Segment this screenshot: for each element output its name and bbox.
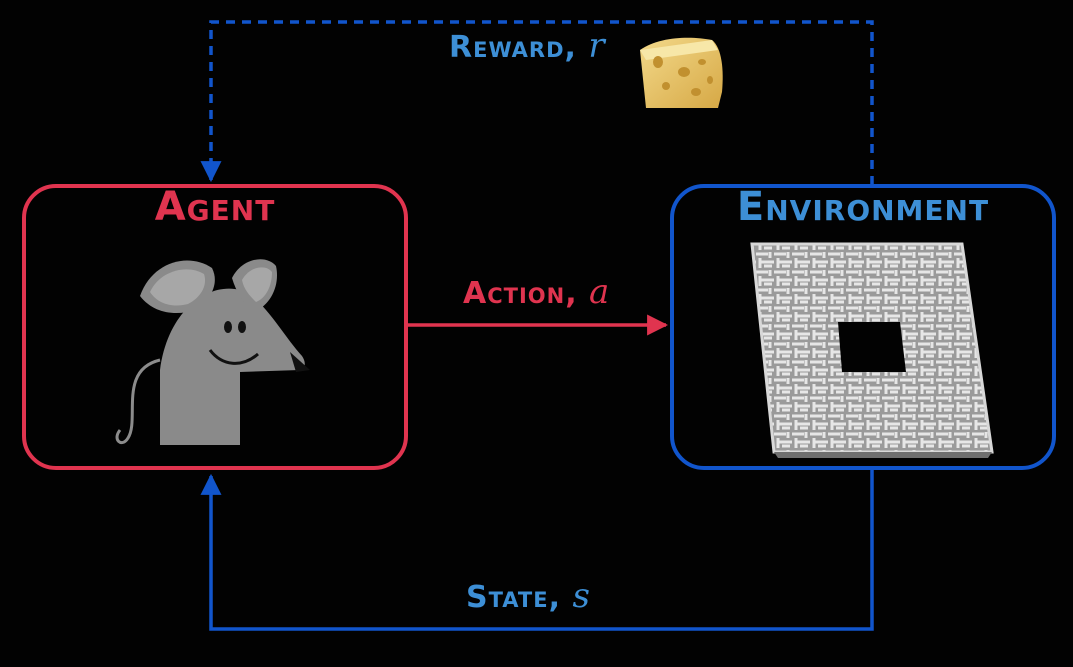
reward-word: Reward, — [449, 30, 577, 65]
cheese-icon — [640, 37, 723, 109]
reward-symbol: r — [588, 26, 605, 66]
reward-label: Reward, r — [449, 26, 605, 66]
agent-title: Agent — [154, 184, 276, 230]
state-arrow — [200, 468, 874, 631]
maze-icon — [750, 242, 994, 458]
environment-title: Environment — [736, 184, 990, 230]
environment-box — [670, 184, 1056, 470]
reward-arrow — [200, 20, 874, 185]
mouse-icon — [115, 259, 310, 445]
action-symbol: a — [589, 272, 610, 312]
action-label: Action, a — [463, 272, 609, 312]
state-word: State, — [466, 580, 561, 615]
state-symbol: s — [572, 576, 590, 616]
state-label: State, s — [466, 576, 590, 616]
action-word: Action, — [463, 276, 578, 311]
agent-box — [22, 184, 408, 470]
